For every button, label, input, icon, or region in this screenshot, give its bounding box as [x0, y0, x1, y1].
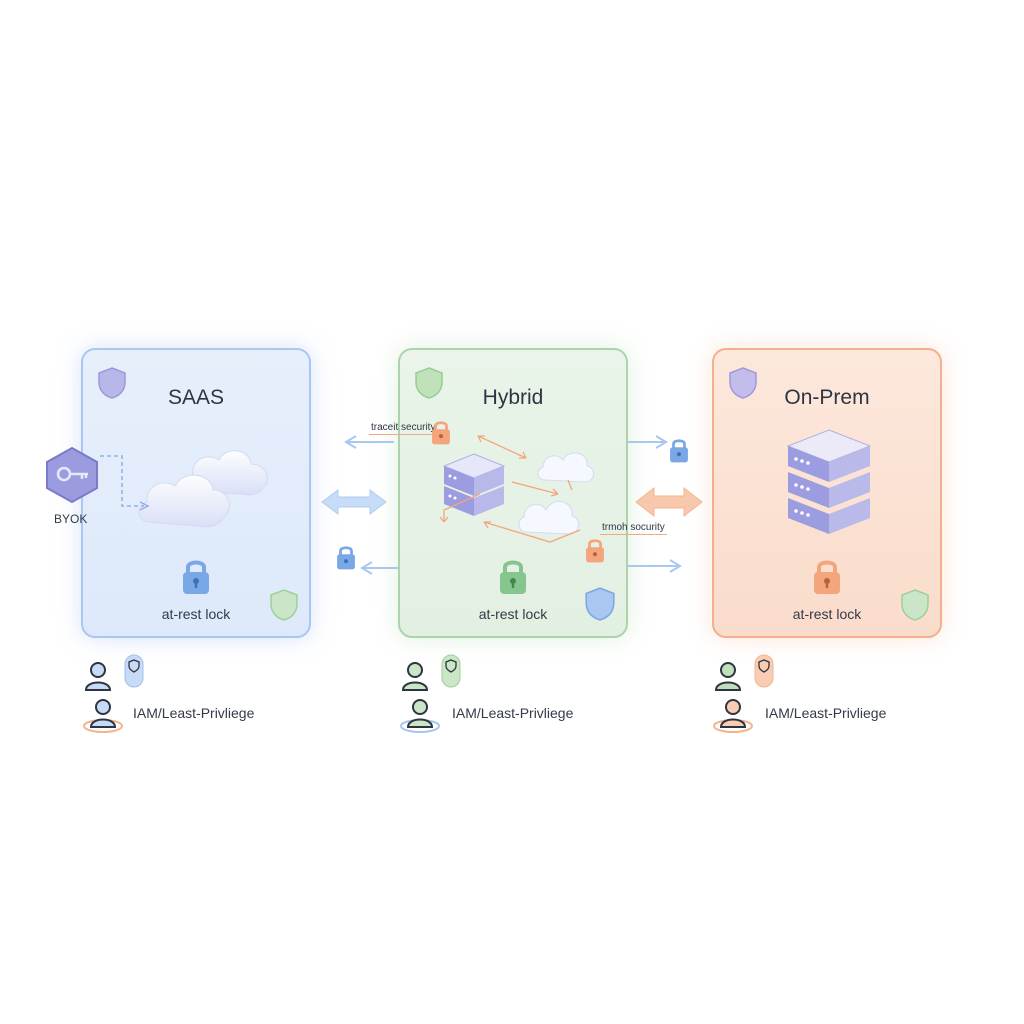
shield-icon [901, 589, 929, 621]
iam-label-hybrid: IAM/Least-Privliege [452, 705, 574, 721]
shield-icon [729, 367, 757, 399]
user-icon [400, 699, 440, 733]
user-icon [84, 662, 112, 691]
cloud-icon [518, 501, 579, 535]
shield-icon [270, 589, 298, 621]
server-icon [786, 429, 872, 534]
iam-label-saas: IAM/Least-Privliege [133, 705, 255, 721]
panel-title-saas: SAAS [167, 386, 225, 409]
arrow-icon [628, 435, 703, 573]
iam-label-onprem: IAM/Least-Privliege [765, 705, 887, 721]
shield-icon [441, 654, 461, 688]
byok-connector [100, 455, 150, 511]
panel-title-hybrid: Hybrid [482, 386, 544, 409]
lock-icon [586, 539, 604, 563]
panel-onprem: On-Prem at-rest lock [712, 348, 942, 638]
user-icon [714, 662, 742, 691]
user-icon [713, 699, 753, 733]
panel-footer-onprem: at-rest lock [792, 606, 862, 622]
transit-label-left: traceit security [369, 422, 438, 435]
cloud-icon [537, 452, 594, 483]
user-icon [401, 662, 429, 691]
shield-icon [415, 367, 443, 399]
panel-hybrid: Hybrid at-rest lock [398, 348, 628, 638]
transit-label-right: trmoh socurity [600, 522, 667, 535]
key-icon [46, 446, 98, 504]
cloud-icon [138, 450, 268, 528]
lock-icon [432, 421, 450, 445]
panel-saas: SAAS at-rest lock [81, 348, 311, 638]
lock-icon [670, 439, 688, 463]
panel-footer-hybrid: at-rest lock [478, 606, 548, 622]
shield-icon [124, 654, 144, 688]
user-icon [83, 699, 123, 733]
server-icon [442, 453, 506, 516]
shield-icon [585, 587, 615, 621]
shield-icon [98, 367, 126, 399]
arrow-icon [440, 435, 581, 543]
lock-icon [814, 560, 840, 594]
lock-icon [337, 546, 355, 570]
lock-icon [500, 560, 526, 594]
byok-label: BYOK [54, 512, 88, 526]
lock-icon [183, 560, 209, 594]
shield-icon [754, 654, 774, 688]
arrow-icon [321, 435, 398, 575]
panel-title-onprem: On-Prem [784, 386, 870, 409]
panel-footer-saas: at-rest lock [161, 606, 231, 622]
